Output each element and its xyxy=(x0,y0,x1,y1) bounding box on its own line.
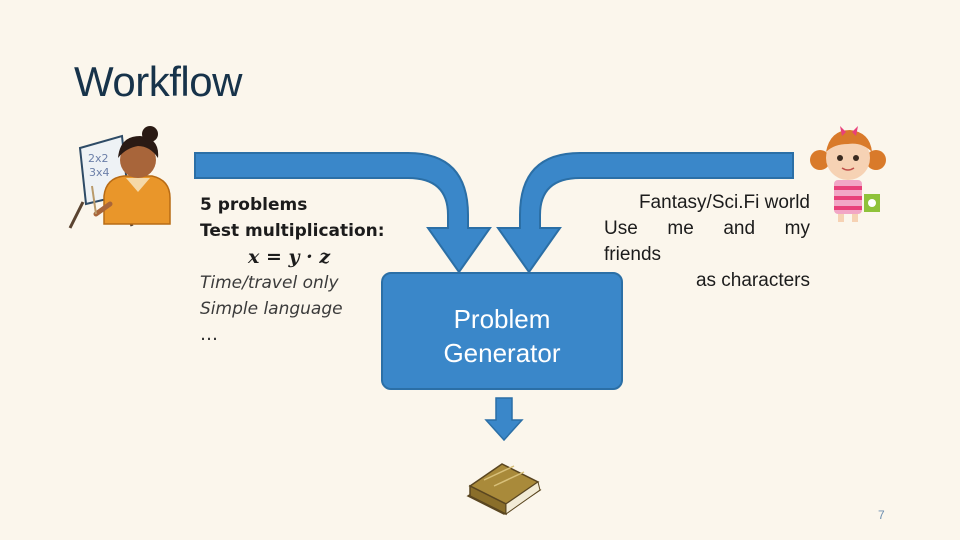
preference-characters-line: Use me and my xyxy=(604,216,810,242)
preference-friends: friends xyxy=(604,244,662,265)
board-text-2: 3x4 xyxy=(89,166,110,179)
preference-as-characters: as characters xyxy=(695,270,810,291)
preference-word: Use xyxy=(604,218,638,239)
requirement-formula: x = y · z xyxy=(248,246,331,268)
requirement-domain: Time/travel only xyxy=(200,273,339,293)
requirement-ellipsis: … xyxy=(200,324,218,345)
requirement-language: Simple language xyxy=(200,299,343,319)
page-number: 7 xyxy=(878,508,885,522)
generator-label-line1: Problem xyxy=(453,304,551,334)
requirement-problem-count: 5 problems xyxy=(200,195,308,215)
preference-word: me xyxy=(667,218,694,239)
teacher-requirements: 5 problems Test multiplication: x = y · … xyxy=(200,192,385,348)
slide-title: Workflow xyxy=(74,58,242,105)
student-input-arrow xyxy=(496,152,794,274)
teacher-input-arrow xyxy=(194,152,492,274)
preference-word: and xyxy=(723,218,756,239)
student-preferences: Fantasy/Sci.Fi world Use me and my frien… xyxy=(604,190,810,294)
problem-generator-box: Problem Generator xyxy=(381,272,623,390)
board-text-1: 2x2 xyxy=(88,152,109,165)
output-arrow xyxy=(484,397,524,442)
requirement-topic: Test multiplication: xyxy=(200,221,385,241)
preference-world: Fantasy/Sci.Fi world xyxy=(638,192,810,213)
generator-label-line2: Generator xyxy=(443,338,561,368)
preference-word: my xyxy=(784,218,810,239)
